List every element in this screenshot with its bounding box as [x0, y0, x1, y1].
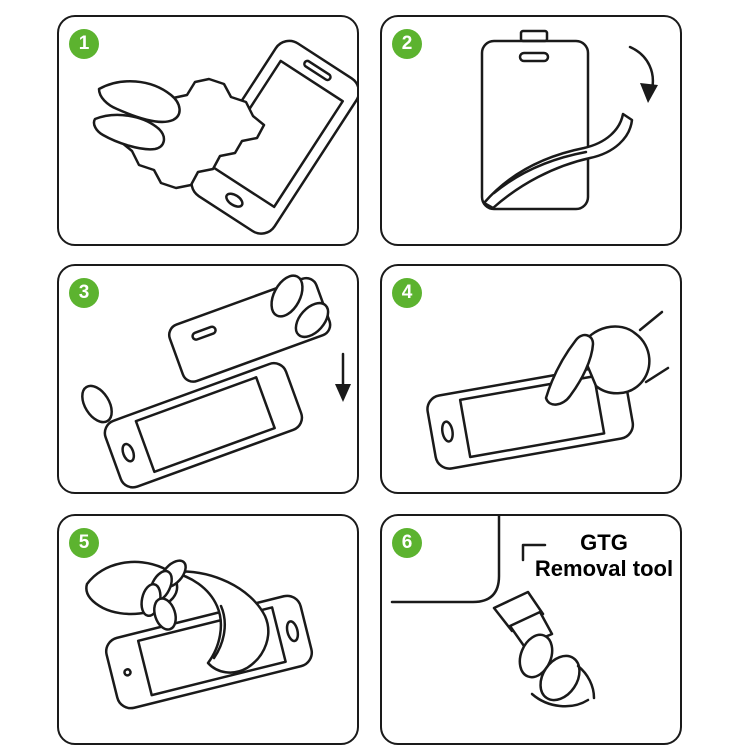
peeling-film [482, 112, 634, 210]
step-number-badge: 2 [392, 29, 422, 59]
screen-protector [480, 29, 590, 211]
label-leader-line [521, 543, 547, 562]
phone-outline [426, 364, 635, 470]
step-number-badge: 5 [69, 528, 99, 558]
removal-tool-illustration [390, 516, 596, 708]
step-number-badge: 4 [392, 278, 422, 308]
remove-film-illustration [85, 559, 314, 710]
down-arrow-icon [335, 352, 351, 402]
curved-arrow-icon [628, 45, 658, 103]
removal-tool-label: GTG Removal tool [528, 530, 680, 582]
step-panel-4: 4 [380, 264, 682, 494]
hand [544, 310, 670, 406]
step-number-badge: 3 [69, 278, 99, 308]
step-panel-1: 1 [57, 15, 359, 246]
step-number-badge: 1 [69, 29, 99, 59]
align-glass-illustration [81, 274, 351, 489]
phone-outline [103, 361, 304, 489]
peel-film-illustration [480, 29, 658, 211]
removal-tool-label-line1: GTG [580, 530, 628, 555]
hand [518, 633, 596, 708]
clean-phone-illustration [92, 39, 357, 235]
press-screen-illustration [426, 310, 670, 470]
step-panel-6: 6 GTG Removal tool [380, 514, 682, 745]
removal-tool-label-line2: Removal tool [534, 555, 674, 581]
step-panel-3: 3 [57, 264, 359, 494]
hand [92, 80, 181, 151]
film [169, 570, 270, 674]
step-panel-2: 2 [380, 15, 682, 246]
device-corner [390, 516, 501, 604]
hand [81, 274, 330, 424]
step-number-badge: 6 [392, 528, 422, 558]
hand [85, 559, 187, 631]
step-panel-5: 5 [57, 514, 359, 745]
